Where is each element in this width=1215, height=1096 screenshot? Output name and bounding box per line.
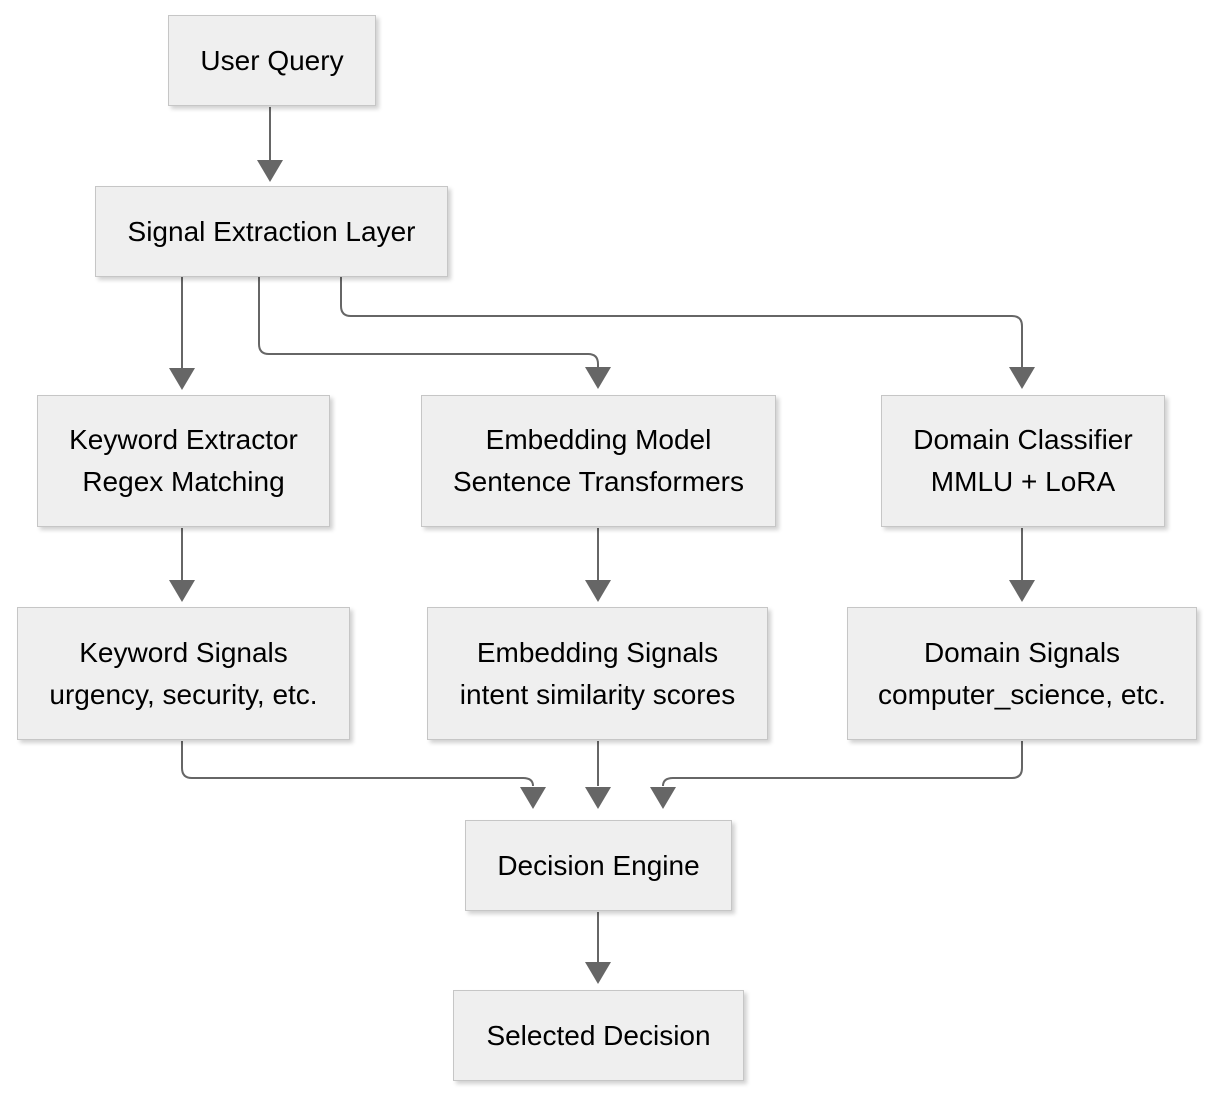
node-domain-classifier-title: Domain Classifier [913,424,1133,455]
arrowhead-keyword-extractor [169,368,195,390]
node-keyword-extractor-title: Keyword Extractor [69,424,298,455]
arrowhead-decision-engine-left [520,787,546,809]
node-keyword-extractor: Keyword Extractor Regex Matching [37,395,330,527]
node-signal-extraction-layer: Signal Extraction Layer [95,186,448,277]
node-selected-decision-label: Selected Decision [486,1019,711,1051]
node-decision-engine: Decision Engine [465,820,732,911]
arrowhead-domain-signals [1009,580,1035,602]
node-embedding-model-subtitle: Sentence Transformers [452,466,745,497]
arrowhead-embedding-signals [585,580,611,602]
node-embedding-model-title: Embedding Model [485,424,712,455]
arrowhead-embedding-model [585,367,611,389]
arrowhead-domain-classifier [1009,367,1035,389]
arrowhead-signal-extraction [257,160,283,182]
node-user-query-label: User Query [200,44,344,76]
edge-signal-extraction-to-embedding-model [258,277,599,367]
node-decision-engine-label: Decision Engine [497,849,700,881]
edge-signal-extraction-to-domain-classifier [340,277,1023,367]
node-signal-extraction-layer-label: Signal Extraction Layer [127,215,416,247]
edge-domain-signals-to-decision-engine [662,741,1023,787]
arrowhead-keyword-signals [169,580,195,602]
arrowhead-selected-decision [585,962,611,984]
node-domain-signals-subtitle: computer_science, etc. [878,678,1166,710]
node-keyword-extractor-subtitle: Regex Matching [82,466,285,497]
node-domain-classifier: Domain Classifier MMLU + LoRA [881,395,1165,527]
node-keyword-signals-title: Keyword Signals [79,636,288,668]
node-domain-signals-title: Domain Signals [923,636,1121,668]
node-domain-signals: Domain Signals computer_science, etc. [847,607,1197,740]
node-embedding-signals: Embedding Signals intent similarity scor… [427,607,768,740]
arrowhead-decision-engine-right [650,787,676,809]
edge-keyword-signals-to-decision-engine [181,741,534,787]
node-embedding-model: Embedding Model Sentence Transformers [421,395,776,527]
node-embedding-signals-subtitle: intent similarity scores [459,678,736,710]
arrowhead-decision-engine-center [585,787,611,809]
node-domain-classifier-subtitle: MMLU + LoRA [930,466,1116,497]
node-embedding-signals-title: Embedding Signals [476,636,719,668]
node-keyword-signals: Keyword Signals urgency, security, etc. [17,607,350,740]
node-keyword-signals-subtitle: urgency, security, etc. [49,678,318,710]
node-user-query: User Query [168,15,376,106]
node-selected-decision: Selected Decision [453,990,744,1081]
